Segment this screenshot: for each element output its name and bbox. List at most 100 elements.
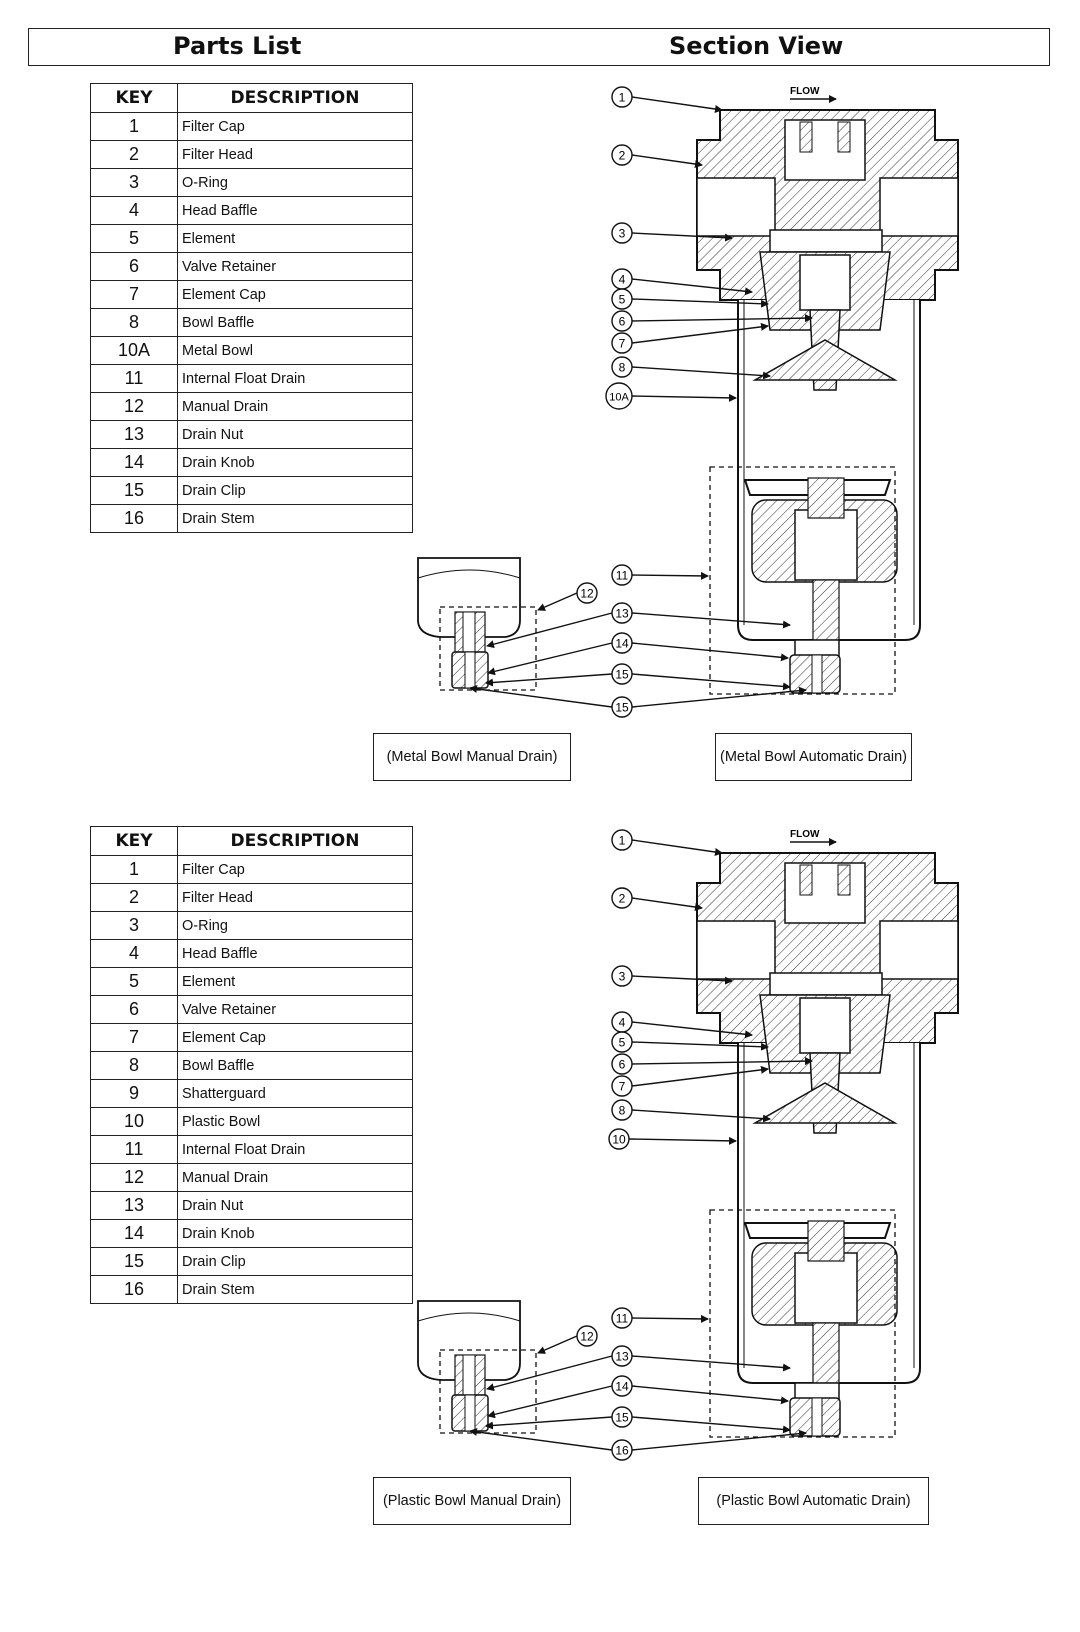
metal-bowl-section	[417, 109, 959, 695]
flow-label-top: FLOW	[790, 86, 820, 97]
callout-number: 14	[615, 637, 629, 651]
table-header-row: KEY DESCRIPTION	[90, 826, 413, 856]
part-key: 9	[90, 1079, 178, 1108]
part-key: 6	[90, 252, 178, 281]
callout-number: 5	[619, 1036, 626, 1050]
callout-number: 15	[615, 1411, 629, 1425]
part-key: 15	[90, 1247, 178, 1276]
leader-line	[631, 1355, 791, 1372]
callout-circle	[611, 1375, 633, 1397]
part-description: Drain Knob	[177, 1219, 413, 1248]
callout-number: 8	[619, 361, 626, 375]
table-header-row: KEY DESCRIPTION	[90, 83, 413, 113]
part-description: Internal Float Drain	[177, 1135, 413, 1164]
part-description: Filter Cap	[177, 112, 413, 141]
callout-number: 4	[619, 1016, 626, 1030]
callout-number: 11	[616, 1312, 629, 1326]
callout-circle	[611, 632, 633, 654]
callout-number: 3	[619, 227, 626, 241]
callout-circle	[576, 1325, 598, 1347]
part-description: Drain Nut	[177, 1191, 413, 1220]
leader-line	[631, 1429, 807, 1451]
callout-number: 7	[619, 337, 626, 351]
part-key: 5	[90, 967, 178, 996]
part-description: Drain Stem	[177, 504, 413, 533]
part-key: 5	[90, 224, 178, 253]
part-key: 1	[90, 855, 178, 884]
callout-circle	[611, 356, 633, 378]
part-key: 14	[90, 1219, 178, 1248]
parts-list-title: Parts List	[173, 32, 302, 60]
part-key: 6	[90, 995, 178, 1024]
leader-line	[631, 232, 733, 242]
callout-circle	[611, 1053, 633, 1075]
leader-line	[631, 1109, 771, 1123]
caption-plastic-automatic-drain: (Plastic Bowl Automatic Drain)	[698, 1477, 929, 1525]
callout-number: 6	[619, 315, 626, 329]
leader-line	[628, 1136, 737, 1145]
callout-number: 14	[615, 1380, 629, 1394]
part-key: 3	[90, 168, 178, 197]
callout-circle	[611, 663, 633, 685]
leader-line	[469, 684, 613, 708]
callout-circle	[611, 1075, 633, 1097]
description-header: DESCRIPTION	[177, 83, 413, 113]
leader-line	[537, 1335, 578, 1354]
callout-number: 2	[619, 149, 626, 163]
callout-circle	[611, 1031, 633, 1053]
callout-number: 2	[619, 892, 626, 906]
callout-circle	[611, 144, 633, 166]
callout-number: 10	[612, 1133, 626, 1147]
callout-circle	[611, 1307, 633, 1329]
leader-line	[631, 897, 703, 911]
leader-line	[631, 1416, 791, 1434]
leader-line	[631, 673, 791, 691]
part-description: Manual Drain	[177, 1163, 413, 1192]
part-key: 16	[90, 504, 178, 533]
leader-line	[487, 1385, 613, 1419]
callout-number: 10A	[609, 392, 629, 404]
part-description: Manual Drain	[177, 392, 413, 421]
callout-circle	[611, 86, 633, 108]
leader-line	[486, 1355, 613, 1392]
key-header: KEY	[90, 83, 178, 113]
callout-circle	[611, 288, 633, 310]
leader-line	[631, 1021, 753, 1039]
callout-circle	[608, 1128, 630, 1150]
leader-line	[631, 1385, 789, 1405]
callout-number: 1	[619, 91, 626, 105]
callout-circle	[611, 1099, 633, 1121]
leader-line	[631, 839, 723, 856]
leader-line	[631, 612, 791, 629]
part-description: Element	[177, 967, 413, 996]
callout-number: 1	[619, 834, 626, 848]
caption-metal-automatic-drain: (Metal Bowl Automatic Drain)	[715, 733, 912, 781]
callout-circle	[611, 1345, 633, 1367]
part-key: 14	[90, 448, 178, 477]
leader-line	[631, 686, 807, 708]
callout-number: 12	[580, 587, 594, 601]
leader-line	[631, 278, 753, 296]
leader-line	[631, 366, 771, 380]
callout-circle	[611, 829, 633, 851]
part-description: Filter Head	[177, 140, 413, 169]
part-description: Valve Retainer	[177, 252, 413, 281]
callout-number: 8	[619, 1104, 626, 1118]
part-description: Valve Retainer	[177, 995, 413, 1024]
callout-circle	[611, 965, 633, 987]
part-description: Drain Clip	[177, 476, 413, 505]
